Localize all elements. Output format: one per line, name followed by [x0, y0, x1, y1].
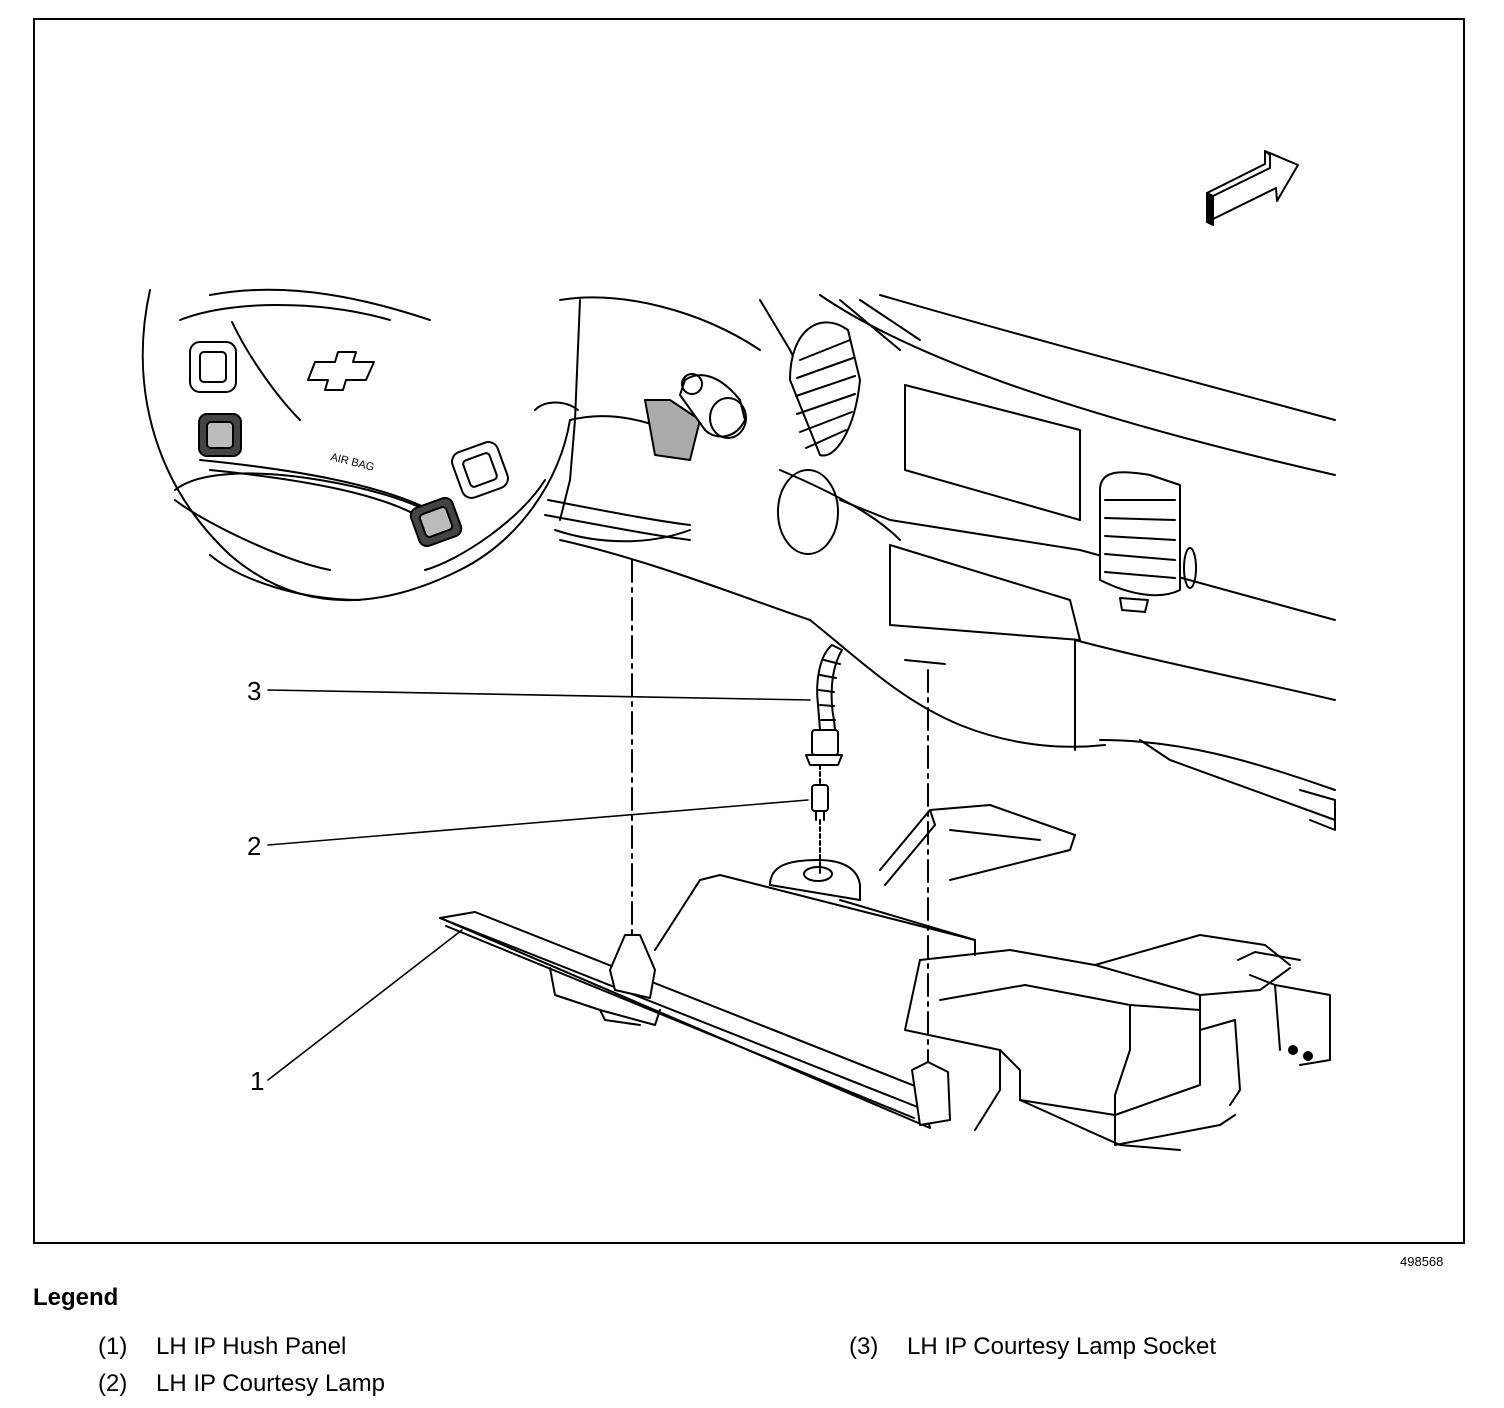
- steering-column: [544, 296, 761, 543]
- callout-1: 1: [250, 1066, 265, 1096]
- right-air-vent: [1099, 471, 1181, 597]
- courtesy-lamp-bulb: [811, 764, 829, 876]
- legend-item-label: LH IP Courtesy Lamp: [156, 1370, 385, 1397]
- callout-2: 2: [247, 831, 262, 861]
- alignment-lines: [631, 559, 929, 1071]
- legend-title: Legend: [33, 1284, 119, 1311]
- bowtie-emblem-icon: [307, 351, 375, 391]
- callout-3: 3: [247, 676, 262, 706]
- legend-item: (1) LH IP Hush Panel: [98, 1333, 346, 1361]
- turn-signal-lever: [679, 373, 747, 439]
- legend-item-number: (1): [98, 1333, 128, 1360]
- legend-item-number: (3): [849, 1333, 879, 1360]
- legend-item-label: LH IP Hush Panel: [156, 1333, 347, 1360]
- legend-item: (2) LH IP Courtesy Lamp: [98, 1370, 385, 1398]
- courtesy-lamp-socket: [805, 644, 843, 766]
- legend-item-label: LH IP Courtesy Lamp Socket: [907, 1333, 1217, 1360]
- figure-id: 498568: [1400, 1254, 1444, 1269]
- legend-item-number: (2): [98, 1370, 128, 1397]
- instrument-panel: [559, 294, 1336, 831]
- steering-switches: [189, 341, 509, 548]
- forward-arrow-icon: [1206, 150, 1299, 226]
- left-air-vent: [789, 321, 861, 457]
- steering-wheel: [141, 288, 579, 602]
- hush-panel: [439, 804, 1331, 1151]
- legend-item: (3) LH IP Courtesy Lamp Socket: [849, 1333, 1216, 1361]
- airbag-text: AIR BAG: [329, 451, 375, 473]
- leader-lines: [267, 689, 811, 1081]
